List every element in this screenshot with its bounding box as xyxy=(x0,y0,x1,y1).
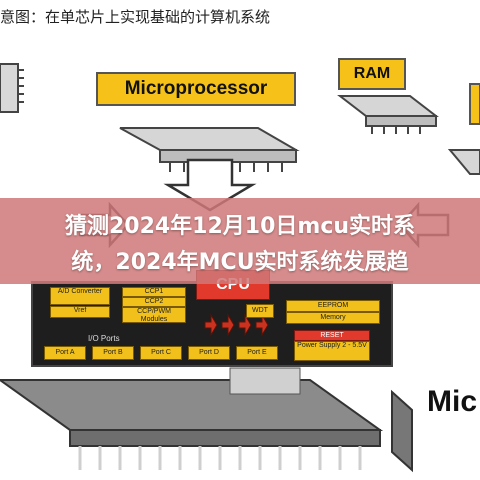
ccp2-text: CCP2 xyxy=(144,298,164,305)
port-b-text: Port B xyxy=(103,349,123,356)
bus-arrows xyxy=(204,313,269,337)
ccp1-block: CCP1 xyxy=(122,287,186,297)
ram-label-text: RAM xyxy=(353,65,391,82)
vref-text: Vref xyxy=(73,307,87,314)
reset-text: RESET xyxy=(320,332,344,339)
memory-block: Memory xyxy=(286,312,380,324)
overlay-title-line1: 猜测2024年12月10日mcu实时系 xyxy=(64,214,416,239)
port-c-text: Port C xyxy=(151,349,171,356)
power-supply-block: Power Supply 2 - 5.5V xyxy=(294,341,370,361)
figure-caption-text: 意图：在单芯片上实现基础的计算机系统 xyxy=(0,8,271,26)
port-e-text: Port E xyxy=(247,349,267,356)
memory-text: Memory xyxy=(320,314,346,321)
wdt-text: WDT xyxy=(252,307,268,314)
port-e-block: Port E xyxy=(236,346,278,360)
title-overlay[interactable]: 猜测2024年12月10日mcu实时系 统，2024年MCU实时系统发展趋 xyxy=(0,198,480,284)
wdt-block: WDT xyxy=(246,304,274,318)
port-d-text: Port D xyxy=(199,349,219,356)
eeprom-text: EEPROM xyxy=(317,302,349,309)
mic-partial-label: Mic xyxy=(427,385,477,419)
ad-converter-block: A/D Converter xyxy=(50,287,110,305)
power-supply-text: Power Supply 2 - 5.5V xyxy=(297,342,367,349)
io-ports-text: I/O Ports xyxy=(88,334,120,343)
io-ports-label: I/O Ports xyxy=(88,334,120,343)
vref-block: Vref xyxy=(50,306,110,318)
down-arrow xyxy=(163,158,257,212)
ram-label: RAM xyxy=(338,58,406,90)
mic-partial-text: Mic xyxy=(427,385,478,418)
ad-converter-text: A/D Converter xyxy=(57,288,103,295)
ccp-pwm-text: CCP/PWM Modules xyxy=(137,308,171,323)
figure-caption: 意图：在单芯片上实现基础的计算机系统 xyxy=(0,0,480,34)
port-a-block: Port A xyxy=(44,346,86,360)
microprocessor-label: Microprocessor xyxy=(96,72,296,106)
ccp-pwm-block: CCP/PWM Modules xyxy=(122,307,186,323)
ccp1-text: CCP1 xyxy=(144,288,164,295)
mcu-chip-package xyxy=(0,367,413,473)
port-a-text: Port A xyxy=(55,349,75,356)
microprocessor-label-text: Microprocessor xyxy=(124,78,268,99)
left-chip-illustration xyxy=(0,63,24,113)
ccp2-block: CCP2 xyxy=(122,297,186,307)
eeprom-block: EEPROM xyxy=(286,300,380,312)
reset-block: RESET xyxy=(294,330,370,341)
port-b-block: Port B xyxy=(92,346,134,360)
ram-chip-illustration xyxy=(337,95,439,134)
right-chip-illustration xyxy=(447,83,480,175)
overlay-title-line2: 统，2024年MCU实时系统发展趋 xyxy=(71,250,409,275)
port-d-block: Port D xyxy=(188,346,230,360)
port-c-block: Port C xyxy=(140,346,182,360)
